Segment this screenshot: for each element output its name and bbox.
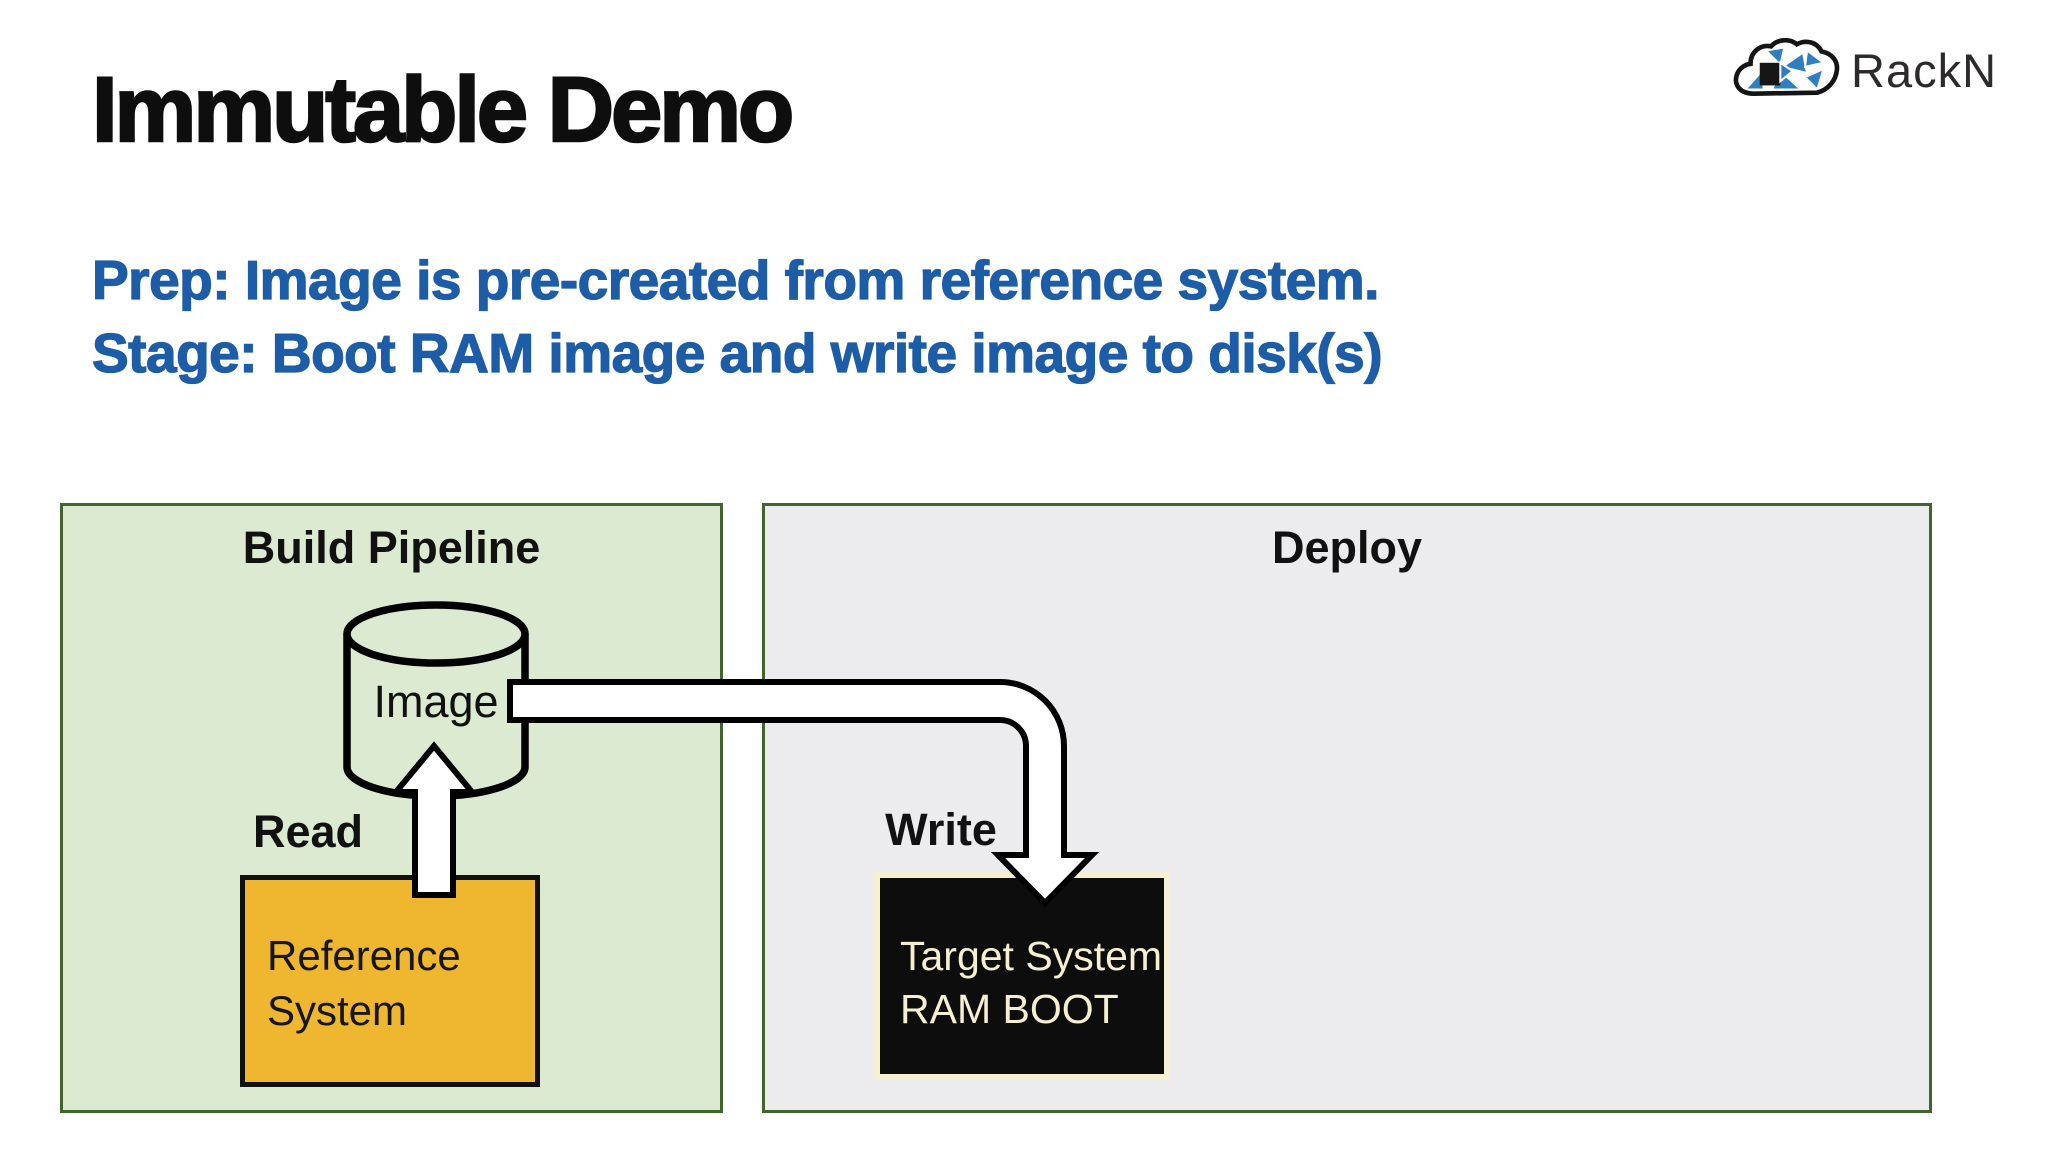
rackn-logo: RackN <box>1733 38 1997 102</box>
target-system-line-1: Target System <box>900 933 1163 979</box>
build-pipeline-zone-label: Build Pipeline <box>242 522 541 573</box>
target-system-node: Target System RAM BOOT <box>874 872 1170 1080</box>
image-store-label: Image <box>373 676 499 727</box>
reference-system-line-2: System <box>267 987 408 1034</box>
subtitle: Prep: Image is pre-created from referenc… <box>91 244 1383 390</box>
read-label: Read <box>252 806 364 857</box>
page-title: Immutable Demo <box>91 59 796 161</box>
reference-system-node: Reference System <box>240 875 540 1087</box>
reference-system-line-1: Reference <box>267 932 461 979</box>
write-label: Write <box>885 804 997 855</box>
subtitle-line-stage: Stage: Boot RAM image and write image to… <box>91 321 1383 384</box>
deploy-zone-label: Deploy <box>1271 522 1423 573</box>
subtitle-line-prep: Prep: Image is pre-created from referenc… <box>91 248 1380 311</box>
rackn-logo-text: RackN <box>1851 43 1998 97</box>
target-system-line-2: RAM BOOT <box>900 986 1119 1032</box>
rackn-cloud-logo-icon <box>1733 38 1840 96</box>
